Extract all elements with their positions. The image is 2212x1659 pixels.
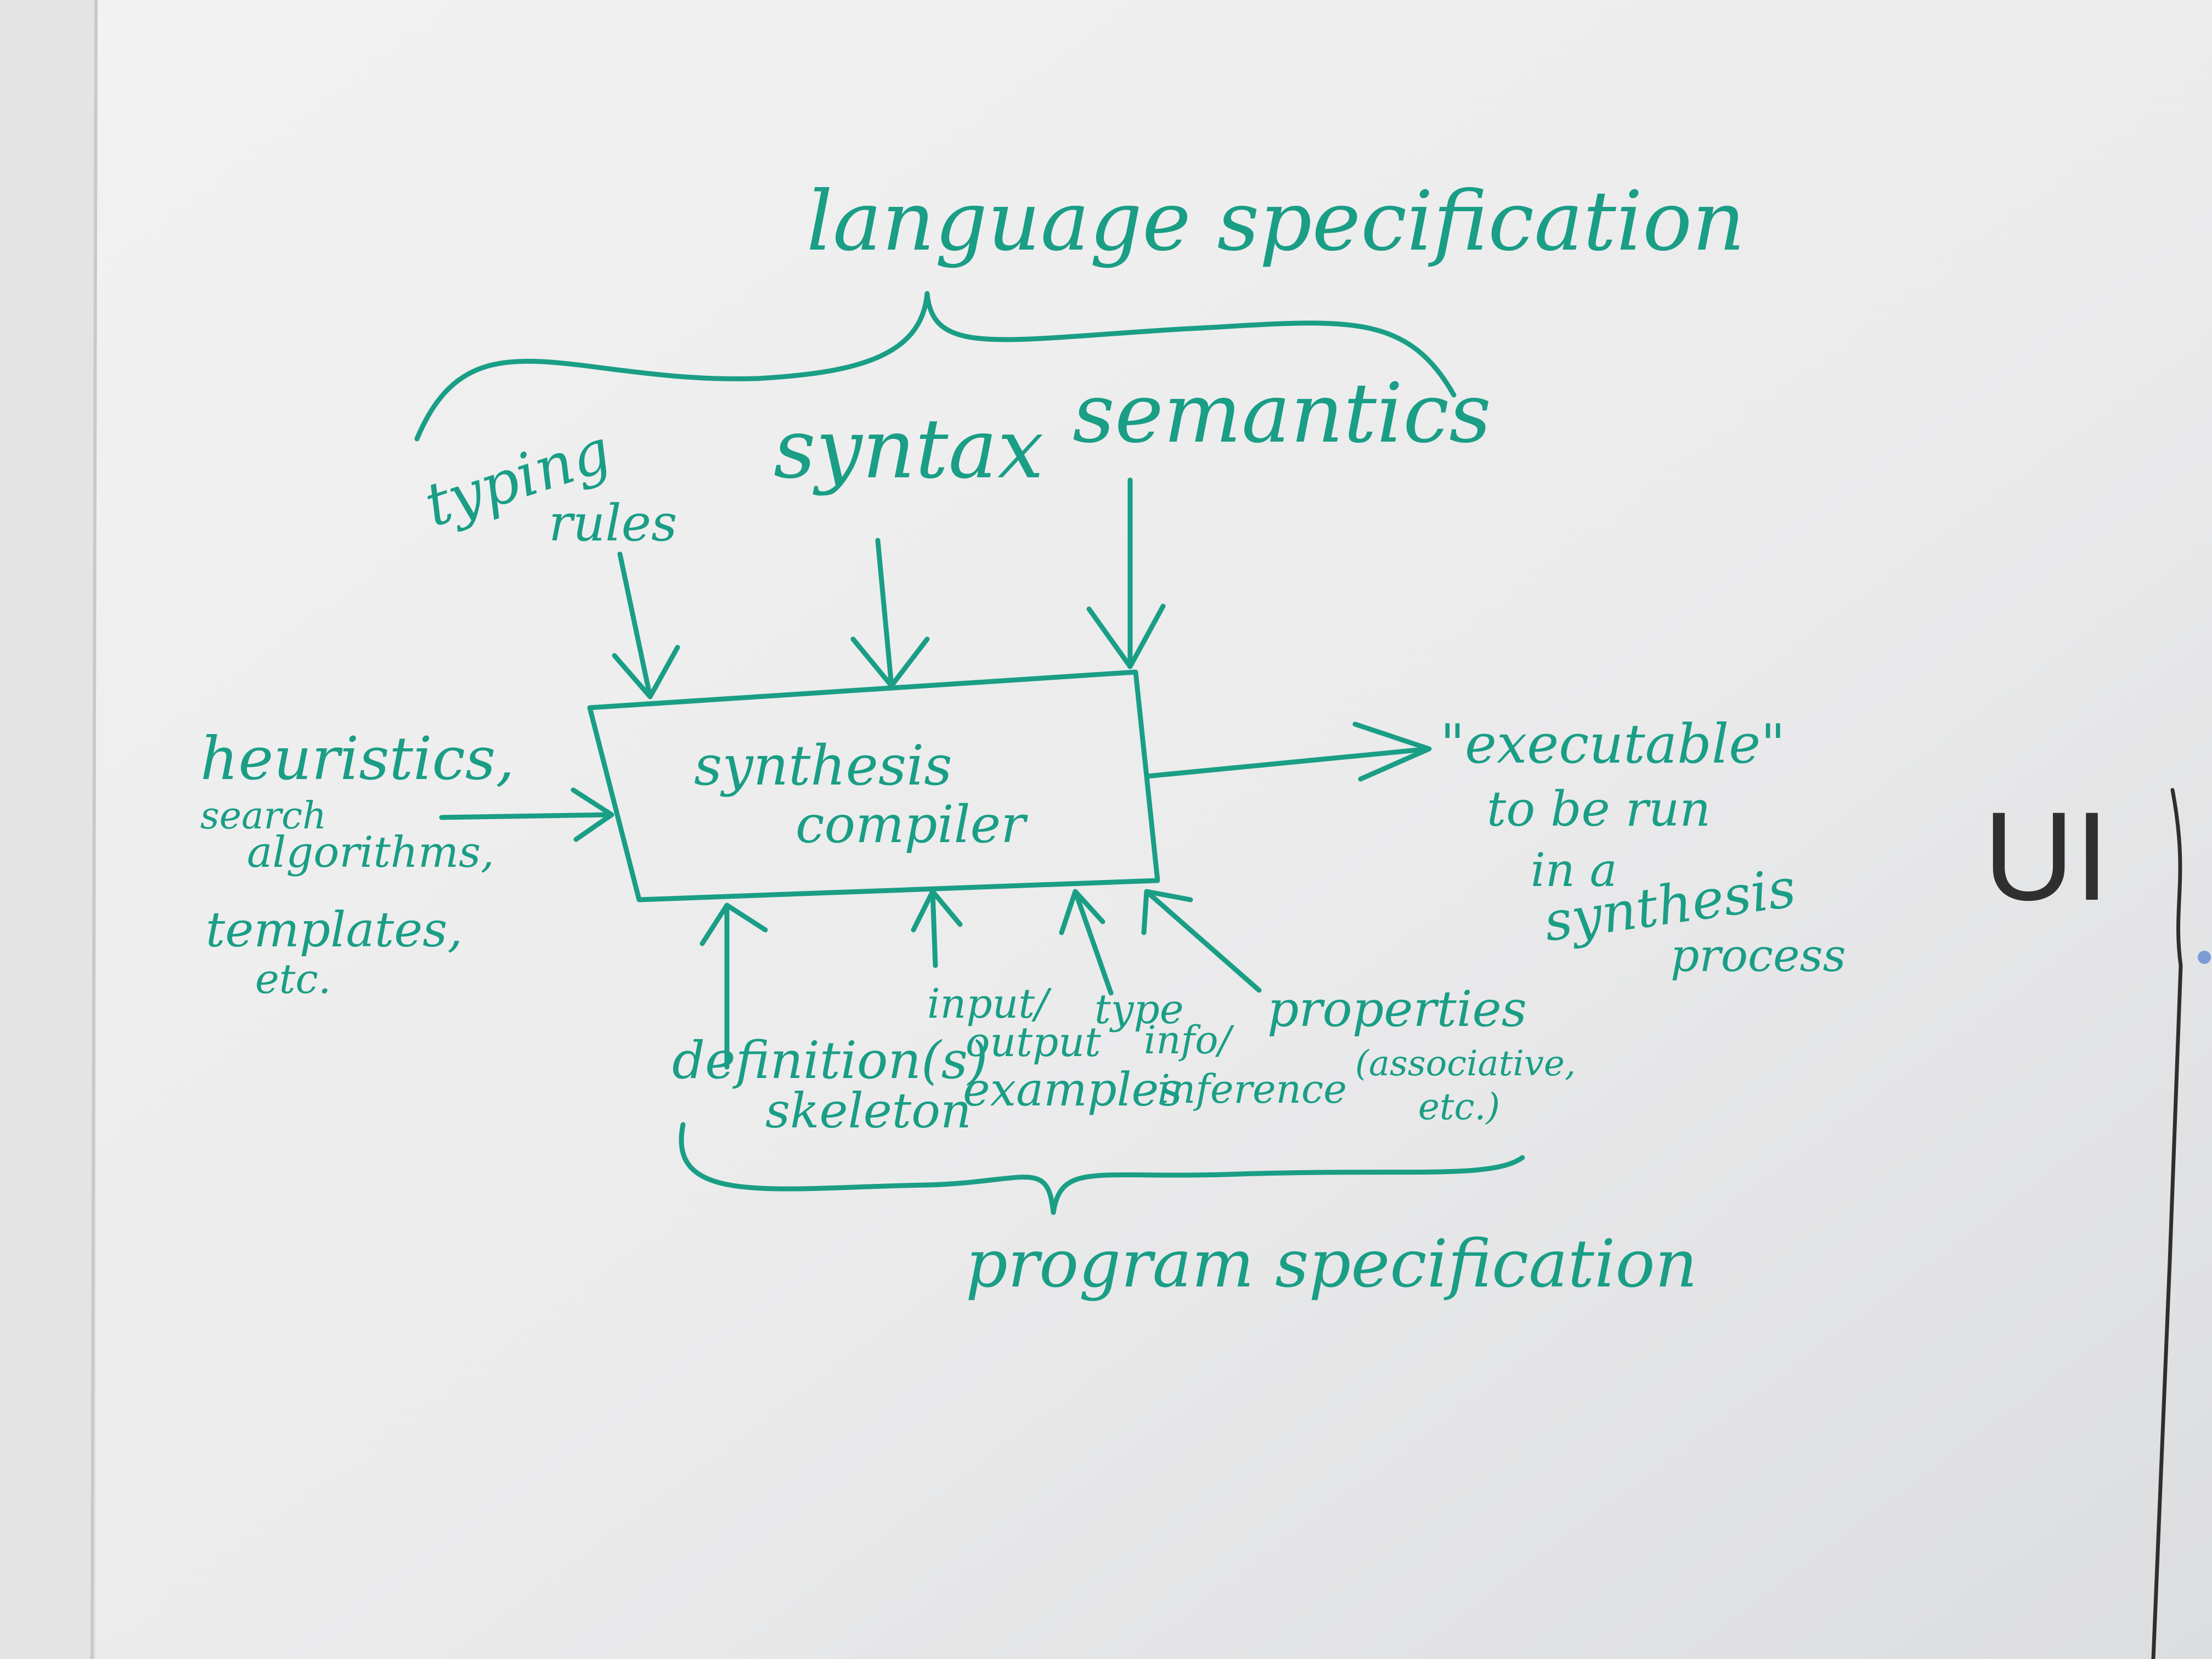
output-arrow [1144, 721, 1432, 782]
bottom-label-input: input/ [927, 980, 1052, 1028]
bottom-label-inference: inference [1158, 1066, 1347, 1112]
rules-label: rules [549, 494, 677, 552]
bottom-label-examples: examples [963, 1063, 1182, 1116]
left-label-algorithms: algorithms, [247, 828, 494, 877]
output-label-to-be-run: to be run [1487, 781, 1711, 837]
bottom-label-definitions: definition(s) [672, 1031, 988, 1091]
black-divider-line [2151, 788, 2183, 1659]
language-spec-brace [414, 291, 1457, 442]
left-label-search: search [200, 794, 326, 838]
semantics-label: semantics [1073, 366, 1491, 461]
language-spec-label: language specification [806, 174, 1745, 269]
bottom-label-etc: etc.) [1418, 1086, 1500, 1128]
left-label-heuristics: heuristics, [200, 725, 515, 793]
syntax-arrow [850, 538, 930, 689]
bottom-label-type: type [1094, 986, 1184, 1033]
side-label-ui: UI [1983, 786, 2109, 927]
output-label-process: process [1671, 930, 1846, 982]
bottom-label-associative: (associative, [1355, 1043, 1576, 1084]
left-label-etc: etc. [255, 956, 331, 1003]
program-spec-brace [679, 1122, 1525, 1215]
left-input-arrow [439, 787, 614, 842]
typing-rules-arrow [612, 551, 680, 699]
bottom-label-properties: properties [1267, 980, 1527, 1038]
output-label-in-a: in a [1531, 843, 1617, 897]
properties-arrow [1141, 889, 1262, 993]
bottom-label-skeleton: skeleton [765, 1082, 972, 1139]
synthesis-compiler-box [587, 669, 1160, 902]
definitions-arrow [699, 902, 768, 1070]
io-examples-arrow [911, 889, 963, 968]
box-label-synthesis: synthesis [694, 733, 952, 798]
bottom-label-output: output [966, 1019, 1101, 1066]
box-label-compiler: compiler [795, 795, 1028, 855]
semantics-arrow [1086, 477, 1166, 669]
left-label-templates: templates, [206, 901, 462, 958]
pen-mark [2198, 951, 2211, 964]
syntax-label: syntax [774, 402, 1044, 497]
board-frame-seam [91, 0, 98, 1659]
board-left-frame [0, 0, 96, 1659]
bottom-label-info: info/ [1144, 1018, 1235, 1063]
type-info-arrow [1059, 889, 1114, 996]
program-spec-label: program specification [966, 1226, 1697, 1302]
output-label-executable: "executable" [1440, 713, 1785, 776]
